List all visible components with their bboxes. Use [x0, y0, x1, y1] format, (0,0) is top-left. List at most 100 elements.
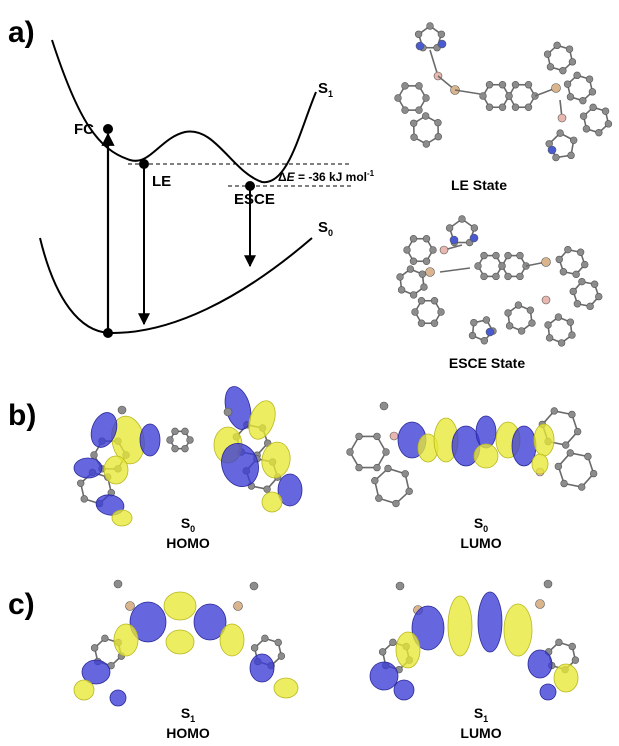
carbon-atom [277, 652, 286, 660]
carbon-atom [401, 470, 409, 478]
carbon-atom [80, 495, 88, 503]
carbon-atom [582, 125, 591, 133]
carbon-atom [434, 119, 442, 127]
carbon-atom [589, 469, 598, 478]
s1-homo-orbital [73, 579, 299, 707]
carbon-atom [554, 313, 563, 321]
orbital-lobe-positive [111, 509, 133, 527]
carbon-atom [171, 427, 179, 436]
s1-lumo-orbital [369, 579, 580, 701]
carbon-atom [560, 479, 568, 488]
carbon-atom [411, 308, 419, 316]
carbon-atom [458, 215, 466, 223]
carbon-atom [373, 463, 381, 472]
carbon-atom [569, 287, 577, 296]
orbital-lobe-positive [473, 443, 499, 469]
nitrogen-atom [415, 41, 425, 51]
carbon-atom [511, 81, 520, 89]
orbital-lobe-negative [475, 415, 497, 449]
carbon-atom [426, 22, 434, 30]
carbon-atom [550, 407, 558, 415]
orbital-lobe-positive [273, 677, 299, 699]
carbon-atom [371, 476, 379, 485]
carbon-atom [480, 337, 489, 345]
carbon-atom [395, 581, 405, 591]
carbon-atom [564, 245, 572, 254]
carbon-atom [576, 248, 585, 256]
carbon-atom [480, 272, 488, 281]
carbon-atom [590, 280, 599, 288]
carbon-atom [379, 401, 389, 411]
bond [429, 49, 439, 77]
carbon-atom [492, 272, 500, 281]
carbon-atom [505, 92, 513, 100]
carbon-atom [524, 81, 533, 89]
carbon-atom [556, 129, 564, 137]
carbon-atom [409, 291, 418, 299]
silicon-atom [125, 601, 135, 611]
orbital-lobe-negative [95, 494, 125, 516]
esce-state-caption: ESCE State [449, 355, 525, 371]
carbon-atom [546, 63, 555, 71]
carbon-atom [555, 255, 563, 264]
orbital-lobe-negative [73, 457, 103, 479]
carbon-atom [516, 251, 524, 260]
carbon-atom [552, 153, 560, 162]
carbon-atom [566, 449, 574, 457]
carbon-atom [421, 112, 430, 120]
orbital-lobe-negative [369, 661, 399, 691]
bond [439, 267, 471, 273]
orbital-lobe-positive [261, 441, 291, 479]
carbon-atom [429, 246, 437, 254]
carbon-atom [571, 656, 580, 664]
silicon-atom [551, 83, 561, 93]
orbital-lobe-negative [393, 679, 415, 701]
carbon-atom [261, 634, 269, 643]
carbon-atom [559, 66, 567, 75]
carbon-atom [171, 444, 179, 453]
carbon-atom [567, 151, 575, 160]
orbital-lobe-positive [553, 663, 579, 693]
carbon-atom [101, 634, 109, 643]
carbon-atom [181, 444, 189, 453]
carbon-atom [482, 316, 491, 324]
carbon-atom [394, 94, 402, 102]
carbon-atom [585, 75, 594, 83]
carbon-atom [186, 436, 194, 444]
carbon-atom [573, 71, 581, 80]
carbon-atom [389, 638, 397, 647]
le-point [139, 159, 149, 169]
carbon-atom [274, 638, 282, 647]
carbon-atom [378, 648, 387, 656]
nitrogen-atom [469, 233, 479, 243]
carbon-atom [405, 487, 413, 496]
carbon-atom [555, 638, 563, 647]
carbon-atom [403, 246, 411, 254]
carbon-atom [422, 140, 431, 148]
carbon-atom [430, 319, 439, 327]
carbon-atom [504, 309, 512, 317]
carbon-atom [437, 30, 446, 38]
carbon-atom [573, 427, 582, 436]
silicon-atom [425, 267, 435, 277]
le-label: LE [152, 173, 171, 190]
carbon-atom [581, 260, 589, 269]
orbital-lobe-negative [477, 591, 503, 653]
carbon-atom [430, 297, 439, 305]
orbital-lobe-positive [219, 623, 245, 657]
carbon-atom [566, 93, 575, 101]
carbon-atom [544, 321, 552, 329]
s1-label: S1 [318, 80, 333, 99]
carbon-atom [498, 103, 507, 111]
carbon-atom [595, 292, 603, 301]
carbon-atom [468, 331, 477, 340]
carbon-atom [355, 432, 363, 441]
carbon-atom [90, 644, 99, 652]
carbon-atom [77, 479, 85, 487]
carbon-atom [485, 81, 494, 89]
carbon-atom [373, 432, 381, 441]
carbon-atom [498, 262, 506, 270]
silicon-atom [541, 257, 551, 267]
s0-label: S0 [318, 219, 333, 238]
carbon-atom [584, 452, 592, 461]
